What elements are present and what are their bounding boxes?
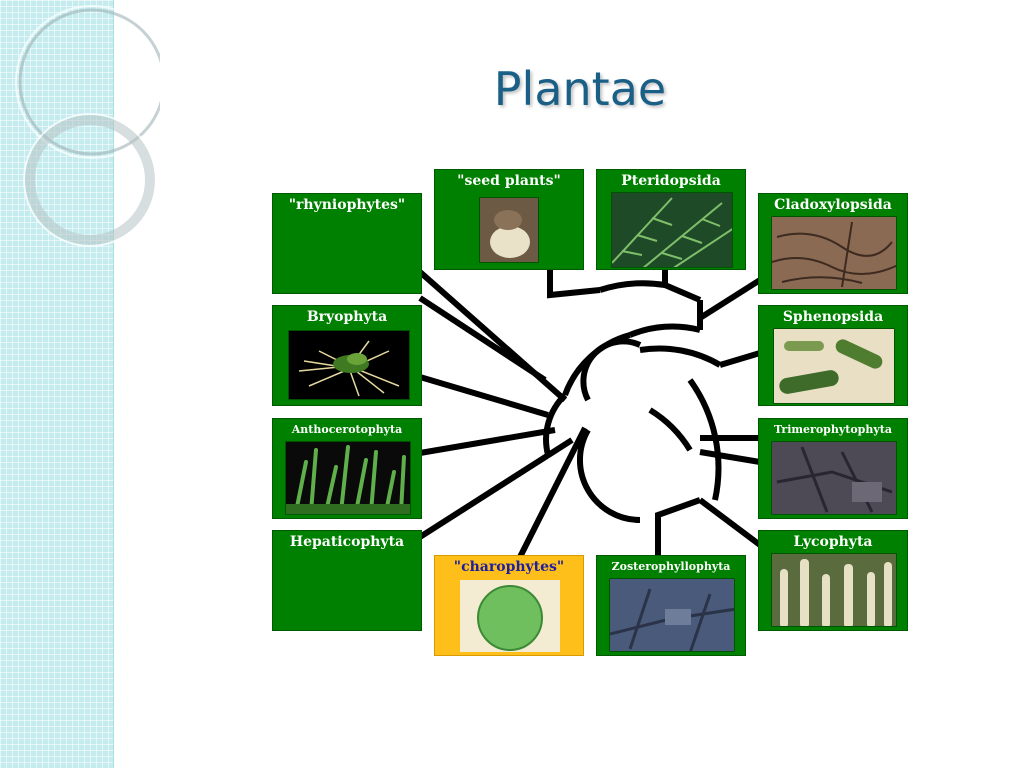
arc-right <box>648 407 693 452</box>
taxon-sphenopsida: Sphenopsida <box>758 305 908 406</box>
sphenopsida-image <box>773 328 895 404</box>
branch-hepaticophyta <box>419 427 556 456</box>
taxon-seed-plants: "seed plants" <box>434 169 584 270</box>
taxon-label: Bryophyta <box>306 309 388 325</box>
taxon-lycophyta: Lycophyta <box>758 530 908 631</box>
inner-arc-base <box>543 392 568 456</box>
arc-sphenopsida <box>639 345 722 368</box>
taxon-label: Pteridopsida <box>621 173 721 189</box>
taxon-label: Zosterophyllophyta <box>611 560 731 573</box>
branch-bryophyta <box>418 295 547 383</box>
taxon-label: Sphenopsida <box>782 309 884 325</box>
branch-charophytes <box>517 426 588 559</box>
cladoxylopsida-image <box>771 216 897 290</box>
seed-plants-image <box>479 197 539 263</box>
taxon-label: Trimerophytophyta <box>774 423 892 436</box>
taxon-trimerophytophyta: Trimerophytophyta <box>758 418 908 519</box>
bryophyta-image <box>288 330 410 400</box>
taxon-label: "charophytes" <box>453 559 565 575</box>
branch-pteridopsida <box>662 270 702 303</box>
arc-pteridopsida <box>599 280 666 293</box>
trimerophytophyta-image <box>771 441 897 515</box>
taxon-zosterophyllophyta: Zosterophyllophyta <box>596 555 746 656</box>
arc-cladoxylopsida <box>628 323 701 338</box>
taxon-label: Cladoxylopsida <box>774 197 892 213</box>
taxon-bryophyta: Bryophyta <box>272 305 422 406</box>
taxon-anthocerotophyta: Anthocerotophyta <box>272 418 422 519</box>
taxon-label: "rhyniophytes" <box>288 197 406 213</box>
lycophyta-image <box>771 553 897 627</box>
slide-title: Plantae <box>493 62 667 116</box>
pteridopsida-image <box>611 192 733 268</box>
taxon-pteridopsida: Pteridopsida <box>596 169 746 270</box>
taxon-label: Hepaticophyta <box>289 534 405 550</box>
decorative-rings <box>15 5 160 247</box>
inner-arc-lower <box>576 428 641 523</box>
taxon-label: Lycophyta <box>793 534 873 550</box>
branch-zosterophyllophyta <box>655 497 702 555</box>
charophytes-image <box>460 580 560 652</box>
branch-sphenopsida <box>719 350 761 368</box>
taxon-rhyniophytes: "rhyniophytes" <box>272 193 422 294</box>
zosterophyllophyta-image <box>609 578 735 652</box>
branch-lycophyta <box>698 497 762 548</box>
anthocerotophyta-image <box>285 441 411 515</box>
branch-seed-plants <box>547 270 601 299</box>
taxon-cladoxylopsida: Cladoxylopsida <box>758 193 908 294</box>
branch-cladoxylopsida <box>698 277 762 321</box>
branch-hepaticophyta-2 <box>418 437 574 540</box>
taxon-charophytes: "charophytes" <box>434 555 584 656</box>
taxon-label: Anthocerotophyta <box>291 423 403 436</box>
taxon-label: "seed plants" <box>457 173 561 189</box>
inner-arc-center <box>580 338 642 402</box>
branch-trimerophytophyta-2 <box>699 449 761 465</box>
taxon-hepaticophyta: Hepaticophyta <box>272 530 422 631</box>
branch-anthocerotophyta <box>419 374 549 418</box>
